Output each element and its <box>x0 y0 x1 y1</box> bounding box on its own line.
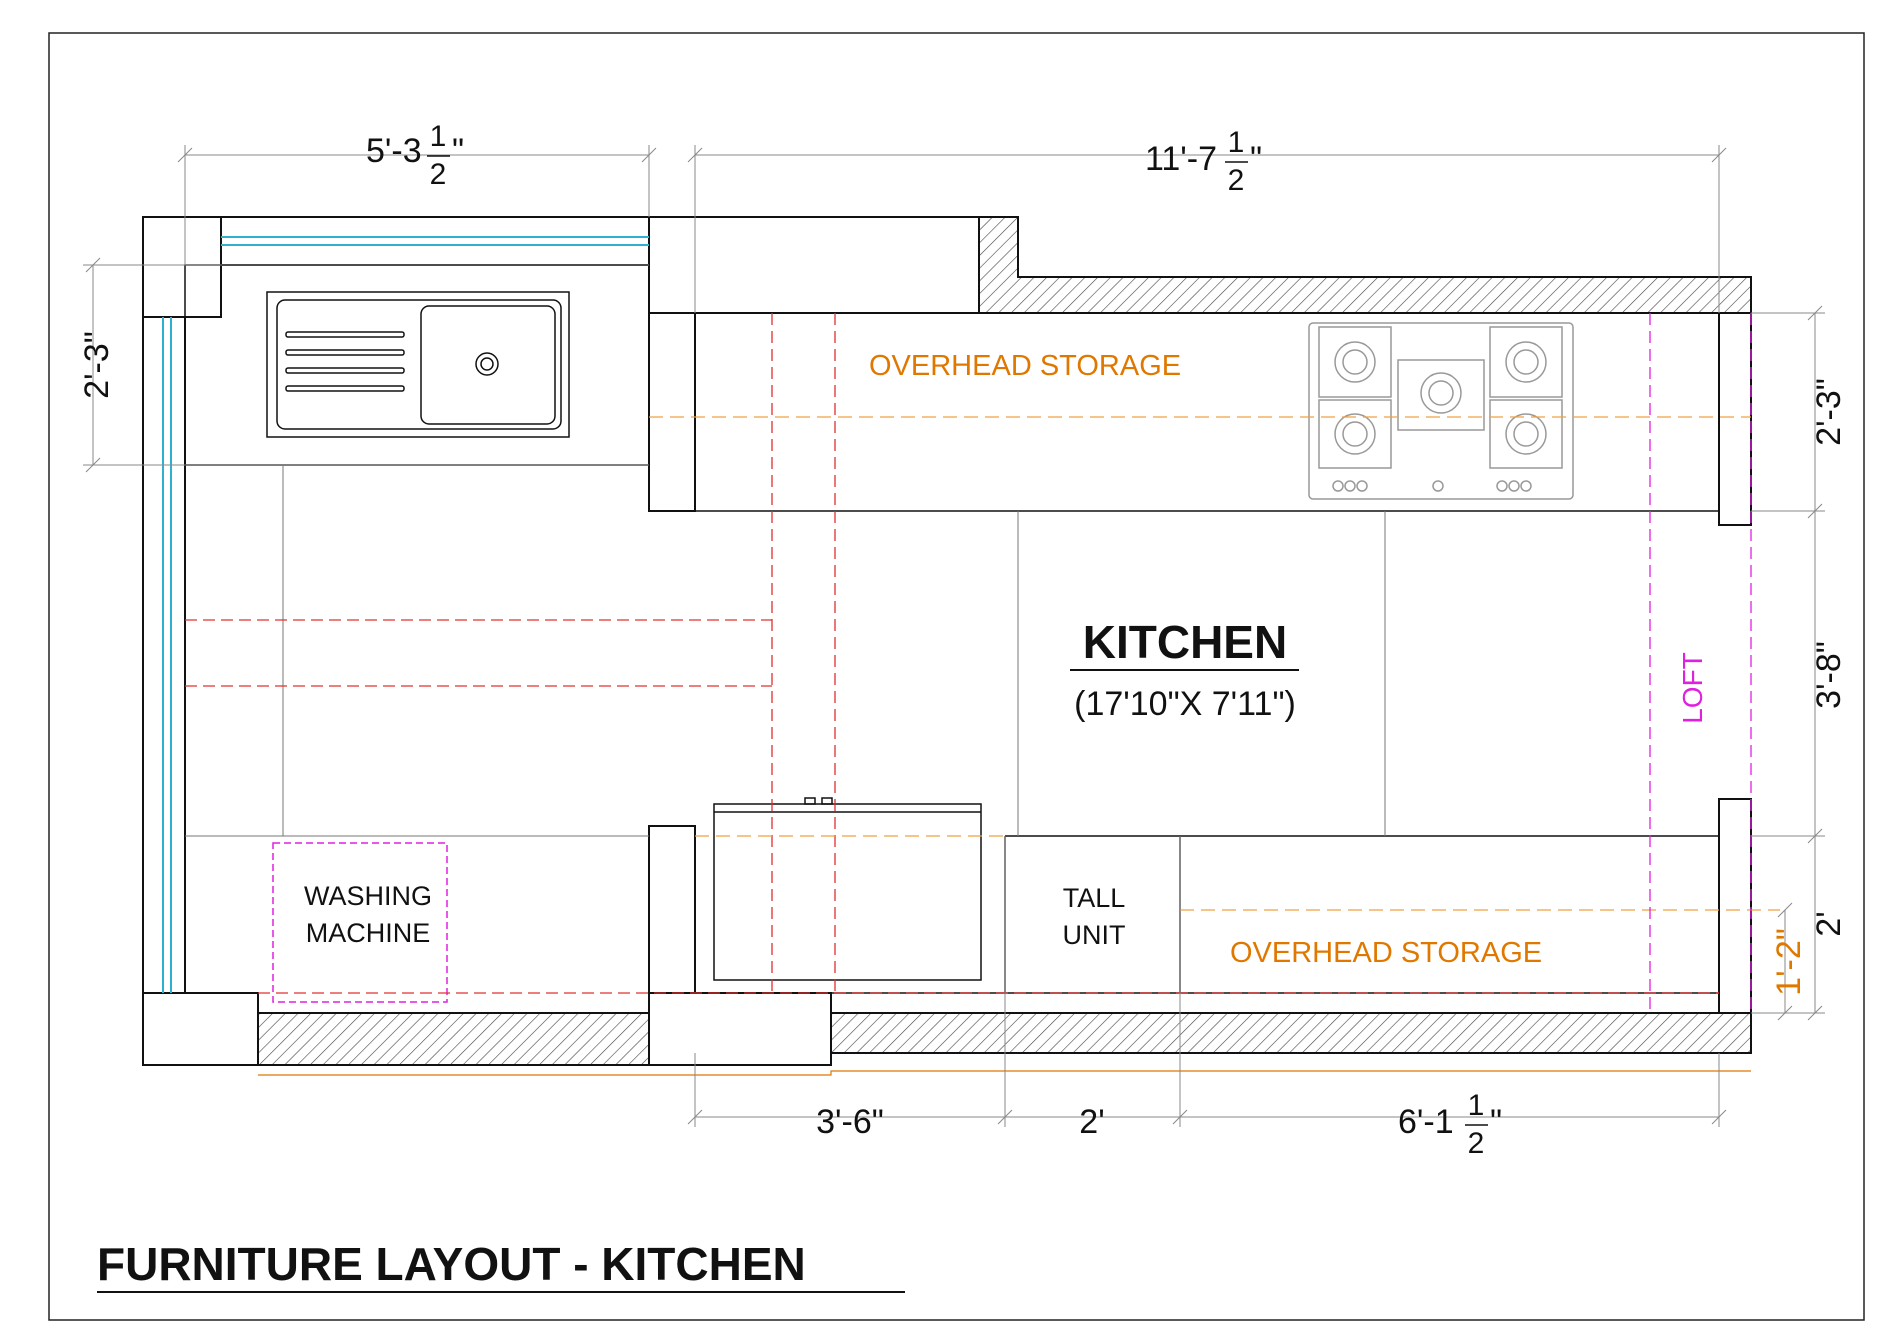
wall-bottom-middle <box>648 992 832 1066</box>
gas-hob <box>1308 322 1574 500</box>
dim-bottom-1: 3'-6" <box>816 1103 884 1141</box>
dim-top-left: 5'-3 <box>366 132 422 170</box>
wall-top-middle <box>648 216 980 314</box>
dim-top-right-frac-num: 1 <box>1228 126 1245 159</box>
dim-top-right: 11'-7 <box>1145 140 1217 178</box>
label-overhead-storage-bottom: OVERHEAD STORAGE <box>1230 937 1542 969</box>
wall-corner-bottom-left <box>142 992 259 1066</box>
dim-bottom-3: 6'-1 <box>1398 1103 1454 1141</box>
label-tall-unit-1: TALL <box>1063 883 1126 913</box>
wall-hatched-bottom-right <box>830 1012 1752 1054</box>
wall-top-left <box>220 216 650 266</box>
drawing-title: FURNITURE LAYOUT - KITCHEN <box>97 1238 806 1290</box>
storage-dashed-lines <box>649 416 1780 911</box>
dim-top-left-tail: " <box>452 132 464 170</box>
sink <box>266 291 570 438</box>
dim-top-right-tail: " <box>1250 140 1262 178</box>
column-lower <box>648 825 696 994</box>
dim-bottom-2: 2' <box>1079 1103 1104 1141</box>
dim-bottom-3-tail: " <box>1490 1103 1502 1141</box>
wall-hatched-bottom-left <box>257 1012 650 1066</box>
dim-right-bottom: 2' <box>1810 911 1848 936</box>
wall-right-post-top <box>1718 312 1752 526</box>
wall-corner-top-left <box>142 216 222 318</box>
dim-right-top: 2'-3" <box>1810 378 1848 446</box>
label-washing-machine-2: MACHINE <box>306 918 431 948</box>
dim-bottom-3-frac-den: 2 <box>1468 1127 1485 1160</box>
column-middle <box>648 312 696 512</box>
orange-outline <box>258 1070 1751 1076</box>
dim-right-bottom-offset: 1'-2" <box>1770 928 1808 996</box>
label-tall-unit-2: UNIT <box>1063 920 1126 950</box>
room-size: (17'10"X 7'11") <box>1074 685 1296 723</box>
dimension-lines <box>83 145 1825 1127</box>
washing-machine-outline <box>272 842 448 1003</box>
red-dashed-lines <box>185 313 1719 994</box>
window-lines <box>162 236 649 993</box>
dim-top-left-frac-num: 1 <box>430 120 447 153</box>
dim-left-vertical: 2'-3" <box>78 331 116 399</box>
loft-boundary <box>1649 313 1752 1013</box>
appliance-box <box>713 797 982 981</box>
dim-top-left-frac-den: 2 <box>430 158 447 191</box>
room-name: KITCHEN <box>1083 616 1287 668</box>
label-loft: LOFT <box>1677 652 1708 724</box>
label-overhead-storage-top: OVERHEAD STORAGE <box>869 350 1181 382</box>
floor-grid <box>185 464 1386 837</box>
label-washing-machine-1: WASHING <box>304 881 432 911</box>
dim-top-right-frac-den: 2 <box>1228 164 1245 197</box>
sheet-border <box>48 32 1865 1321</box>
dim-right-middle: 3'-8" <box>1810 641 1848 709</box>
wall-right-post-bottom <box>1718 798 1752 1014</box>
dim-bottom-3-frac-num: 1 <box>1468 1089 1485 1122</box>
wall-hatched-top <box>978 216 1752 314</box>
